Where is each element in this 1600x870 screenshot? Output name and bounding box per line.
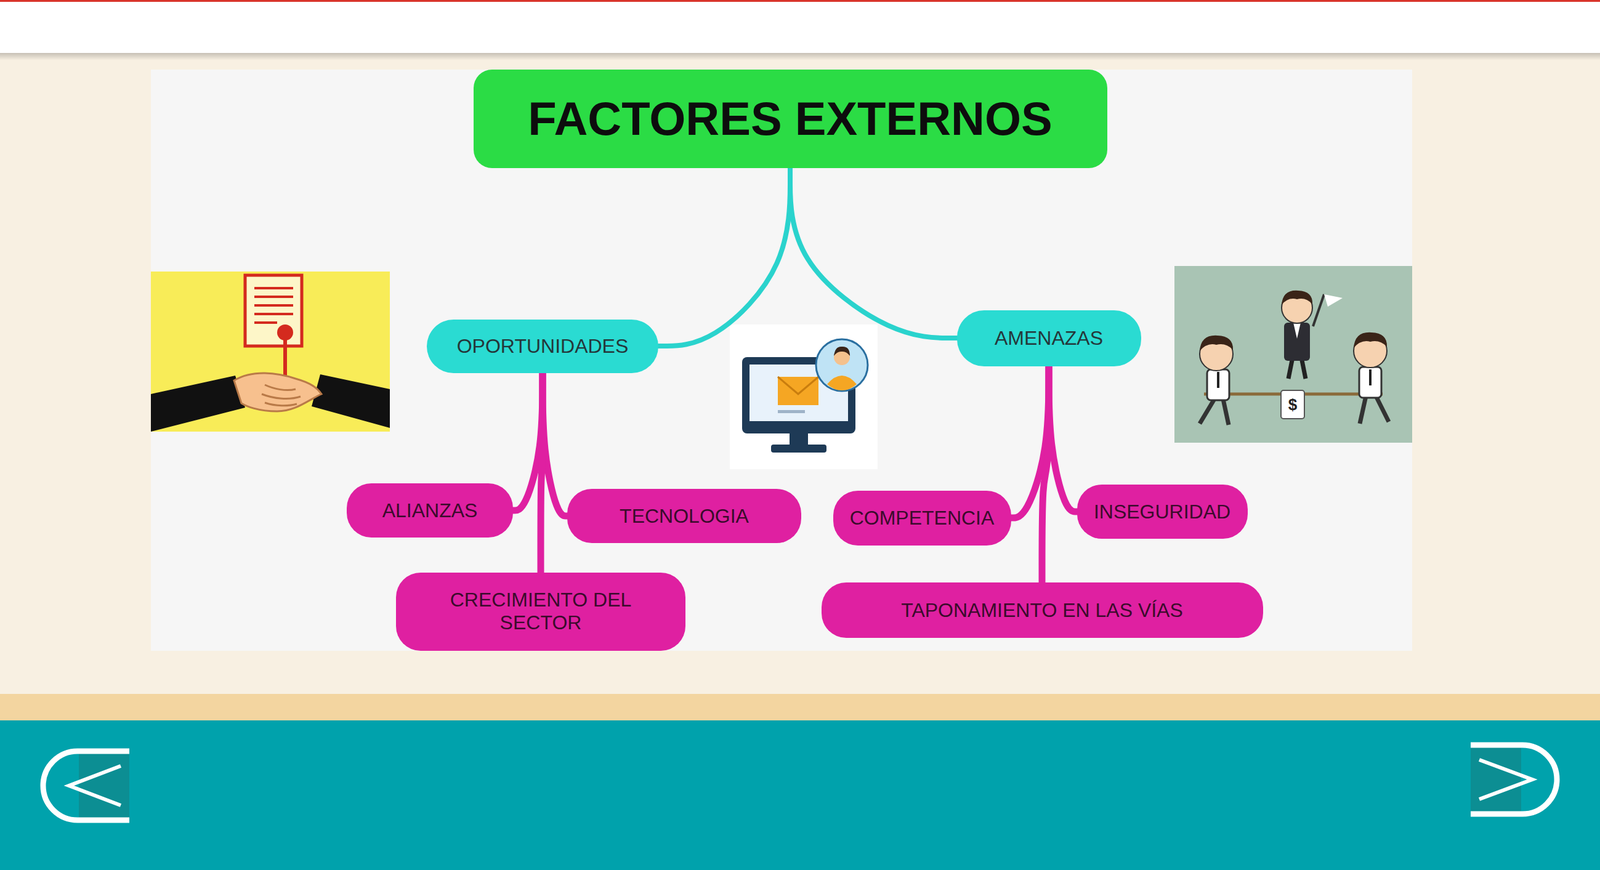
root-box: FACTORES EXTERNOS	[473, 69, 1108, 169]
leaf-box: TAPONAMIENTO EN LAS VÍAS	[821, 582, 1264, 639]
branch-connector	[1048, 366, 1078, 513]
node-text: INSEGURIDAD	[1093, 500, 1231, 524]
hair	[1199, 335, 1233, 352]
tan-band	[0, 694, 1600, 721]
button-outline	[1470, 745, 1557, 815]
certificate-line	[254, 295, 294, 299]
diagram-panel	[150, 69, 1413, 651]
node-text: COMPETENCIA	[849, 506, 995, 530]
certificate-line	[254, 304, 294, 307]
node-text: AMENAZAS	[994, 327, 1104, 350]
hair	[1281, 290, 1313, 305]
branch-box: AMENAZAS	[957, 310, 1142, 367]
node-text: ALIANZAS	[382, 499, 478, 523]
leg	[1288, 360, 1293, 379]
finger-lines	[261, 384, 301, 406]
leg	[1223, 399, 1229, 425]
node-text: CRECIMIENTO DEL SECTOR	[414, 588, 667, 635]
suit	[1284, 322, 1310, 361]
right-sleeve	[311, 374, 390, 429]
leg	[1199, 399, 1215, 424]
top-red-line	[0, 0, 1600, 2]
illustration-ground	[150, 271, 390, 432]
leaf-box: COMPETENCIA	[833, 490, 1012, 546]
branch-box: OPORTUNIDADES	[426, 319, 659, 374]
screen-line	[777, 410, 805, 414]
node-text: TAPONAMIENTO EN LAS VÍAS	[901, 599, 1184, 623]
left-sleeve	[150, 375, 246, 432]
tug-of-war-illustration	[1174, 266, 1413, 443]
certificate-line	[254, 321, 278, 324]
money-bag	[1280, 390, 1305, 419]
avatar-hair	[833, 346, 850, 356]
leg	[1375, 395, 1389, 422]
seal-ribbon	[283, 337, 287, 377]
handshake-illustration	[150, 271, 390, 432]
certificate-line	[254, 312, 294, 316]
illustration-ground	[1174, 266, 1413, 443]
certificate	[245, 275, 302, 347]
branch-connector	[1042, 366, 1049, 584]
illustration-ground	[729, 324, 878, 470]
hands	[234, 373, 322, 412]
flag	[1324, 294, 1343, 307]
back-chevron	[68, 766, 121, 806]
bottom-bar	[0, 720, 1600, 870]
avatar-body	[827, 375, 857, 391]
avatar-circle	[816, 339, 868, 392]
leg	[1359, 395, 1366, 424]
certificate-line	[254, 286, 294, 290]
money-symbol: $	[1288, 395, 1297, 415]
branch-connector	[540, 373, 543, 573]
tie	[1369, 369, 1372, 386]
node-text: TECNOLOGIA	[619, 505, 749, 528]
envelope	[777, 376, 819, 406]
hair	[1353, 332, 1387, 348]
button-outline	[43, 751, 130, 821]
certificate-seal	[277, 324, 294, 341]
collar	[1293, 322, 1301, 339]
leaf-box: TECNOLOGIA	[567, 488, 802, 544]
shirt	[1207, 369, 1230, 401]
shirt	[1359, 367, 1382, 398]
leaf-box: INSEGURIDAD	[1077, 484, 1248, 539]
tie	[1216, 371, 1220, 388]
nav-next-button	[1470, 745, 1557, 815]
branch-connector	[542, 373, 568, 517]
top-bar-shadow	[0, 52, 1600, 61]
button-shade	[1470, 745, 1522, 815]
next-chevron	[1479, 759, 1533, 800]
leaf-box: CRECIMIENTO DEL SECTOR	[395, 572, 686, 651]
top-bar	[0, 0, 1600, 53]
monitor-neck	[789, 433, 809, 446]
node-text: FACTORES EXTERNOS	[527, 91, 1053, 146]
leg	[1301, 360, 1306, 379]
node-text: OPORTUNIDADES	[456, 335, 629, 358]
nav-back-button	[43, 751, 130, 821]
computer-illustration	[729, 324, 878, 470]
button-shade	[78, 751, 130, 821]
flag-pole	[1313, 294, 1325, 327]
leaf-box: ALIANZAS	[346, 483, 514, 538]
monitor-base	[771, 444, 827, 453]
branch-connector	[658, 168, 791, 347]
branch-connector	[790, 168, 958, 339]
envelope-flap	[777, 376, 819, 395]
